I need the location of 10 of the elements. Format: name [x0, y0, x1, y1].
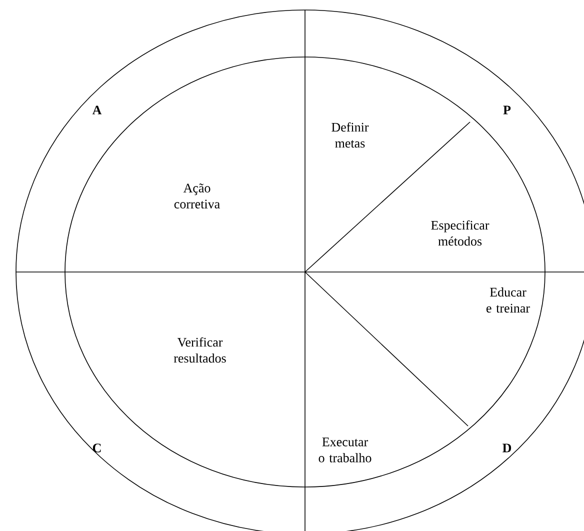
- step-label: Ação corretiva: [174, 184, 220, 208]
- quadrant-letter: P: [503, 106, 511, 114]
- step-label: Executar o trabalho: [318, 438, 372, 462]
- quadrant-letter: C: [92, 444, 101, 452]
- step-label: Verificar resultados: [174, 337, 226, 363]
- step-label: Educar e treinar: [486, 287, 530, 313]
- step-label: Definir metas: [332, 122, 369, 148]
- quadrant-letter: A: [92, 106, 102, 114]
- step-label: Especificar métodos: [431, 220, 490, 246]
- quadrant-letter: D: [502, 444, 512, 452]
